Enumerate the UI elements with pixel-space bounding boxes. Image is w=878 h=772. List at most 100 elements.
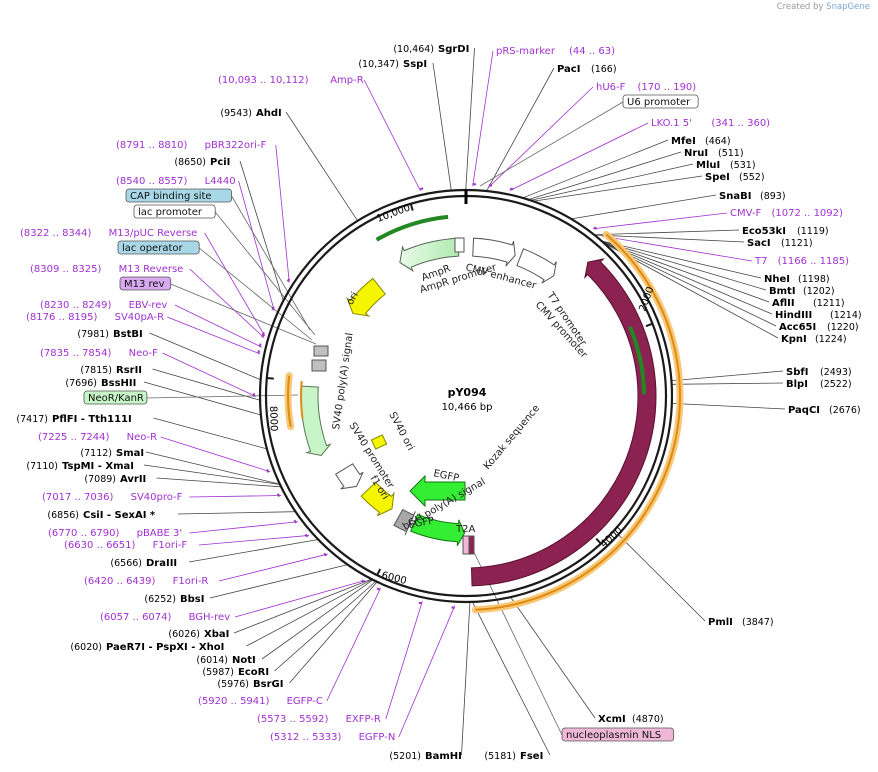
enzyme-position[interactable]: (1214) bbox=[830, 310, 862, 321]
primer-position[interactable]: (8309 .. 8325) bbox=[30, 264, 102, 275]
enzyme-position[interactable]: (5201) bbox=[389, 751, 421, 762]
primer-position[interactable]: (7225 .. 7244) bbox=[38, 432, 110, 443]
primer-label[interactable]: hU6-F bbox=[596, 82, 626, 93]
enzyme-position[interactable]: (1198) bbox=[798, 274, 830, 285]
primer-label[interactable]: F1ori-R bbox=[173, 576, 209, 587]
enzyme-label[interactable]: PaqCI bbox=[788, 405, 820, 416]
primer-label[interactable]: M13 Reverse bbox=[119, 264, 184, 275]
enzyme-position[interactable]: (6566) bbox=[110, 558, 142, 569]
primer-label[interactable]: pBR322ori-F bbox=[205, 140, 267, 151]
enzyme-position[interactable]: (464) bbox=[705, 136, 731, 147]
enzyme-label[interactable]: EcoRI bbox=[238, 667, 269, 678]
enzyme-label[interactable]: NotI bbox=[232, 655, 256, 666]
enzyme-label[interactable]: BamHI bbox=[425, 751, 462, 762]
enzyme-position[interactable]: (2676) bbox=[829, 405, 861, 416]
enzyme-label[interactable]: PmlI bbox=[708, 617, 733, 628]
enzyme-label[interactable]: AflII bbox=[772, 298, 795, 309]
enzyme-label[interactable]: PflFI - Tth111I bbox=[52, 414, 132, 425]
feature-tag-label[interactable]: CAP binding site bbox=[130, 191, 212, 202]
enzyme-position[interactable]: (552) bbox=[739, 172, 765, 183]
enzyme-position[interactable]: (3847) bbox=[742, 617, 774, 628]
primer-position[interactable]: (8540 .. 8557) bbox=[116, 176, 188, 187]
enzyme-position[interactable]: (7112) bbox=[80, 448, 112, 459]
enzyme-position[interactable]: (7417) bbox=[16, 414, 48, 425]
enzyme-position[interactable]: (4870) bbox=[632, 714, 664, 725]
primer-label[interactable]: SV40pro-F bbox=[131, 492, 183, 503]
enzyme-label[interactable]: KpnI bbox=[781, 334, 807, 345]
feature-tag-label[interactable]: U6 promoter bbox=[627, 97, 691, 108]
enzyme-position[interactable]: (2522) bbox=[820, 379, 852, 390]
enzyme-position[interactable]: (6020) bbox=[70, 642, 102, 653]
primer-label[interactable]: EGFP-N bbox=[359, 732, 396, 743]
primer-label[interactable]: LKO.1 5' bbox=[651, 118, 692, 129]
primer-position[interactable]: (6630 .. 6651) bbox=[64, 540, 136, 551]
primer-label[interactable]: L4440 bbox=[205, 176, 236, 187]
enzyme-position[interactable]: (10,464) bbox=[393, 44, 434, 55]
enzyme-position[interactable]: (531) bbox=[730, 160, 756, 171]
enzyme-label[interactable]: PaeR7I - PspXI - XhoI bbox=[106, 642, 224, 653]
primer-position[interactable]: (5312 .. 5333) bbox=[270, 732, 342, 743]
primer-label[interactable]: BGH-rev bbox=[189, 612, 231, 623]
enzyme-label[interactable]: NheI bbox=[764, 274, 790, 285]
enzyme-label[interactable]: FseI bbox=[520, 751, 543, 762]
enzyme-position[interactable]: (7110) bbox=[26, 461, 58, 472]
primer-label[interactable]: pRS-marker bbox=[496, 46, 556, 57]
enzyme-label[interactable]: RsrII bbox=[116, 365, 142, 376]
enzyme-label[interactable]: HindIII bbox=[775, 310, 812, 321]
enzyme-position[interactable]: (2493) bbox=[820, 367, 852, 378]
enzyme-label[interactable]: BlpI bbox=[786, 379, 808, 390]
primer-label[interactable]: CMV-F bbox=[730, 208, 761, 219]
feature-tag-label[interactable]: lac operator bbox=[122, 243, 183, 254]
primer-label[interactable]: SV40pA-R bbox=[115, 312, 164, 323]
enzyme-label[interactable]: AhdI bbox=[256, 108, 282, 119]
enzyme-label[interactable]: BsrGI bbox=[253, 679, 283, 690]
primer-position[interactable]: (6057 .. 6074) bbox=[100, 612, 172, 623]
feature-tag-label[interactable]: NeoR/KanR bbox=[88, 393, 144, 404]
enzyme-label[interactable]: SgrDI bbox=[438, 44, 469, 55]
enzyme-label[interactable]: TspMI - XmaI bbox=[62, 461, 134, 472]
enzyme-position[interactable]: (6026) bbox=[168, 629, 200, 640]
enzyme-label[interactable]: DraIII bbox=[146, 558, 177, 569]
primer-label[interactable]: Neo-F bbox=[129, 348, 159, 359]
primer-position[interactable]: (44 .. 63) bbox=[569, 46, 615, 57]
primer-position[interactable]: (8791 .. 8810) bbox=[116, 140, 188, 151]
enzyme-position[interactable]: (1121) bbox=[781, 238, 813, 249]
enzyme-label[interactable]: SpeI bbox=[705, 172, 730, 183]
enzyme-label[interactable]: SnaBI bbox=[719, 191, 751, 202]
enzyme-position[interactable]: (1220) bbox=[827, 322, 859, 333]
primer-label[interactable]: Neo-R bbox=[127, 432, 158, 443]
enzyme-position[interactable]: (7696) bbox=[65, 378, 97, 389]
enzyme-position[interactable]: (5976) bbox=[217, 679, 249, 690]
enzyme-position[interactable]: (6252) bbox=[144, 594, 176, 605]
feature-tag-label[interactable]: lac promoter bbox=[138, 207, 203, 218]
primer-label[interactable]: pBABE 3' bbox=[137, 528, 183, 539]
primer-position[interactable]: (8230 .. 8249) bbox=[40, 300, 112, 311]
primer-position[interactable]: (7017 .. 7036) bbox=[42, 492, 114, 503]
enzyme-position[interactable]: (5987) bbox=[202, 667, 234, 678]
enzyme-position[interactable]: (7089) bbox=[84, 474, 116, 485]
enzyme-label[interactable]: SspI bbox=[403, 59, 427, 70]
enzyme-label[interactable]: MluI bbox=[696, 160, 720, 171]
enzyme-position[interactable]: (1202) bbox=[803, 286, 835, 297]
primer-position[interactable]: (341 .. 360) bbox=[711, 118, 770, 129]
enzyme-label[interactable]: XcmI bbox=[598, 714, 626, 725]
enzyme-label[interactable]: BbsI bbox=[180, 594, 204, 605]
enzyme-position[interactable]: (7981) bbox=[77, 329, 109, 340]
enzyme-label[interactable]: MfeI bbox=[671, 136, 696, 147]
primer-label[interactable]: Amp-R bbox=[330, 75, 364, 86]
enzyme-position[interactable]: (7815) bbox=[80, 365, 112, 376]
enzyme-position[interactable]: (893) bbox=[760, 191, 786, 202]
primer-label[interactable]: EXFP-R bbox=[346, 714, 381, 725]
enzyme-label[interactable]: BstBI bbox=[113, 329, 143, 340]
enzyme-label[interactable]: SacI bbox=[747, 238, 771, 249]
primer-label[interactable]: EBV-rev bbox=[129, 300, 168, 311]
enzyme-position[interactable]: (1119) bbox=[797, 226, 829, 237]
primer-position[interactable]: (1072 .. 1092) bbox=[772, 208, 844, 219]
enzyme-label[interactable]: SbfI bbox=[786, 367, 808, 378]
primer-position[interactable]: (5573 .. 5592) bbox=[257, 714, 329, 725]
enzyme-position[interactable]: (6856) bbox=[47, 510, 79, 521]
primer-position[interactable]: (6420 .. 6439) bbox=[84, 576, 156, 587]
enzyme-position[interactable]: (8650) bbox=[174, 157, 206, 168]
enzyme-label[interactable]: Acc65I bbox=[779, 322, 816, 333]
enzyme-label[interactable]: XbaI bbox=[204, 629, 229, 640]
